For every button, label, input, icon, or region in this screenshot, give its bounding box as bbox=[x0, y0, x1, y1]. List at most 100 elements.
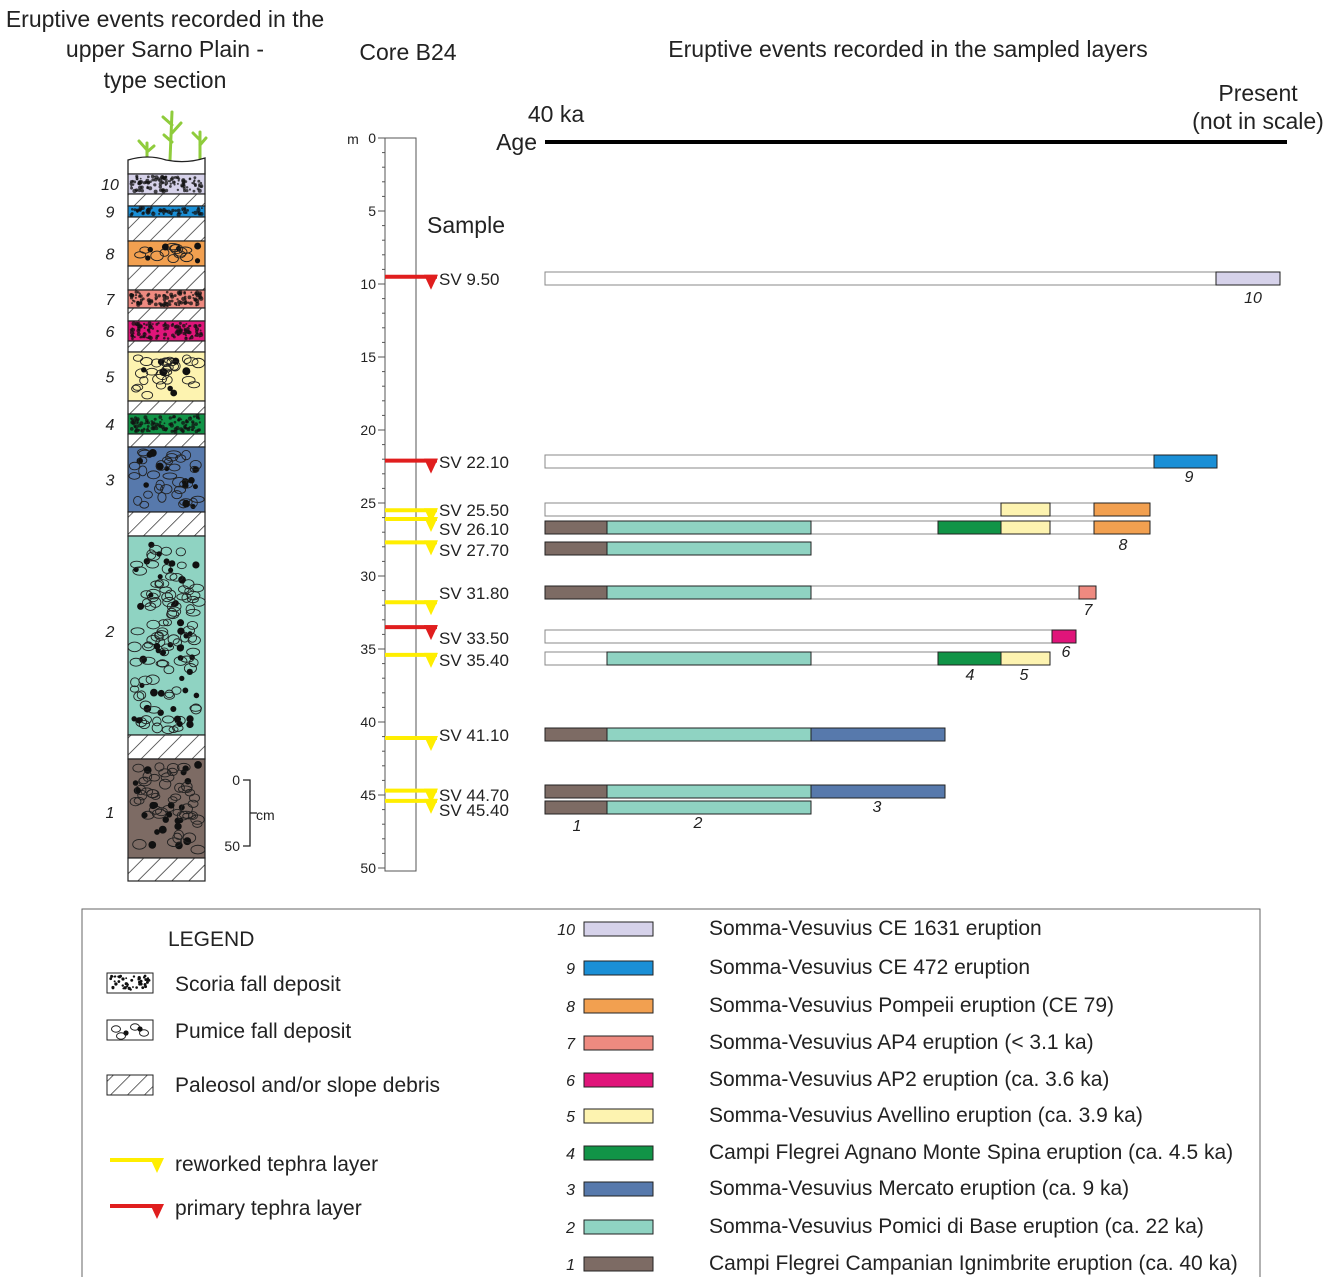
lithic-clast bbox=[176, 619, 185, 627]
scoria-clast bbox=[184, 334, 187, 337]
scoria-clast bbox=[183, 292, 186, 295]
layer-texture-3 bbox=[128, 448, 205, 510]
eruption-swatch-6 bbox=[583, 1072, 654, 1088]
pumice-clast bbox=[167, 634, 180, 645]
pumice-clast bbox=[162, 596, 177, 608]
reworked-tephra-flag-tip bbox=[424, 600, 438, 616]
scoria-clast bbox=[148, 325, 153, 330]
lithic-clast bbox=[153, 642, 161, 650]
scoria-dot bbox=[141, 986, 145, 990]
scoria-clast bbox=[192, 180, 196, 183]
scoria-dot bbox=[121, 984, 124, 987]
pumice-clast bbox=[141, 391, 154, 400]
scoria-dot bbox=[145, 980, 149, 984]
depth-tick-label: 30 bbox=[360, 568, 376, 584]
scoria-clast bbox=[184, 332, 187, 335]
layer-texture-1 bbox=[129, 761, 206, 855]
scoria-clast bbox=[190, 428, 194, 432]
pumice-clast bbox=[166, 767, 178, 776]
lithic-clast bbox=[137, 602, 145, 610]
scoria-clast bbox=[131, 207, 134, 211]
eruption-label: Campi Flegrei Agnano Monte Spina eruptio… bbox=[709, 1141, 1233, 1164]
pumice-clast bbox=[128, 461, 141, 471]
section-layer-number: 8 bbox=[106, 247, 115, 264]
pumice-clast bbox=[168, 726, 179, 733]
paleosol-layer bbox=[127, 216, 206, 242]
scoria-clast bbox=[135, 428, 138, 431]
eruption-number: 6 bbox=[566, 1073, 575, 1090]
pumice-clast bbox=[166, 763, 180, 774]
pumice-clast bbox=[133, 495, 143, 506]
scoria-clast bbox=[155, 336, 158, 340]
legend-scoria-label: Scoria fall deposit bbox=[175, 973, 341, 996]
eruption-segment-2 bbox=[606, 585, 812, 600]
pumice-clast bbox=[140, 787, 154, 796]
pumice-clast bbox=[128, 472, 141, 480]
pumice-clast bbox=[177, 785, 193, 794]
lithic-clast bbox=[162, 816, 169, 823]
lithic-clast bbox=[179, 675, 185, 682]
scoria-clast bbox=[181, 430, 185, 434]
pumice-clast bbox=[179, 479, 194, 489]
lithic-clast bbox=[182, 482, 189, 489]
section-layer-number: 6 bbox=[106, 324, 115, 341]
scoria-clast bbox=[167, 180, 170, 182]
scoria-clast bbox=[131, 302, 134, 305]
bar-number-label: 10 bbox=[1244, 290, 1262, 307]
scoria-clast bbox=[173, 183, 176, 186]
scoria-clast bbox=[199, 329, 202, 332]
scoria-clast bbox=[173, 181, 176, 184]
ground-surface bbox=[127, 156, 206, 175]
pumice-clast bbox=[180, 655, 194, 663]
pumice-clast bbox=[134, 251, 147, 259]
scoria-clast bbox=[166, 337, 170, 340]
scoria-clast bbox=[183, 208, 187, 211]
scoria-clast bbox=[153, 417, 157, 421]
pumice-clast bbox=[150, 580, 164, 588]
scoria-clast bbox=[197, 428, 201, 432]
scoria-clast bbox=[199, 181, 203, 185]
section-layer-number: 2 bbox=[105, 624, 115, 641]
scoria-clast bbox=[139, 294, 143, 298]
scoria-clast bbox=[182, 182, 186, 187]
lithic-clast bbox=[190, 504, 196, 510]
scoria-clast bbox=[159, 420, 162, 424]
section-layer-number: 5 bbox=[106, 370, 115, 387]
scoria-clast bbox=[137, 428, 141, 432]
lithic-clast bbox=[151, 801, 159, 809]
scoria-clast bbox=[139, 177, 142, 180]
layer-texture-4 bbox=[129, 413, 202, 434]
scoria-clast bbox=[192, 189, 196, 193]
scoria-clast bbox=[163, 422, 166, 425]
pumice-clast bbox=[136, 690, 147, 700]
scoria-clast bbox=[177, 177, 181, 180]
pumice-clast bbox=[127, 641, 142, 653]
pumice-clast bbox=[185, 608, 201, 617]
scoria-clast bbox=[167, 299, 172, 304]
scoria-clast bbox=[158, 185, 163, 189]
pumice-clast bbox=[164, 457, 174, 466]
scoria-dot bbox=[125, 977, 128, 980]
scoria-clast bbox=[158, 212, 161, 215]
scoria-clast bbox=[133, 300, 136, 303]
lithic-clast bbox=[158, 825, 167, 834]
scoria-clast bbox=[197, 206, 200, 210]
scoria-clast bbox=[184, 423, 188, 427]
pumice-clast bbox=[160, 484, 173, 495]
scoria-clast bbox=[177, 303, 181, 307]
scoria-dot bbox=[110, 974, 114, 978]
scoria-clast bbox=[179, 328, 182, 332]
eruption-swatch-3 bbox=[583, 1181, 654, 1197]
pumice-clast bbox=[152, 716, 162, 727]
scoria-clast bbox=[166, 304, 169, 307]
paleosol-layer bbox=[127, 433, 206, 448]
lithic-clast bbox=[148, 592, 154, 598]
eruption-segment-2 bbox=[606, 727, 812, 742]
bar-number-label: 5 bbox=[1020, 667, 1029, 684]
eruption-number: 5 bbox=[566, 1109, 575, 1126]
paleosol-layer bbox=[127, 734, 206, 760]
scoria-clast bbox=[153, 302, 158, 307]
scale-bar: 0 50 cm bbox=[224, 772, 274, 854]
pumice-clast bbox=[151, 808, 167, 819]
legend-pumice: Pumice fall deposit bbox=[106, 1019, 351, 1043]
